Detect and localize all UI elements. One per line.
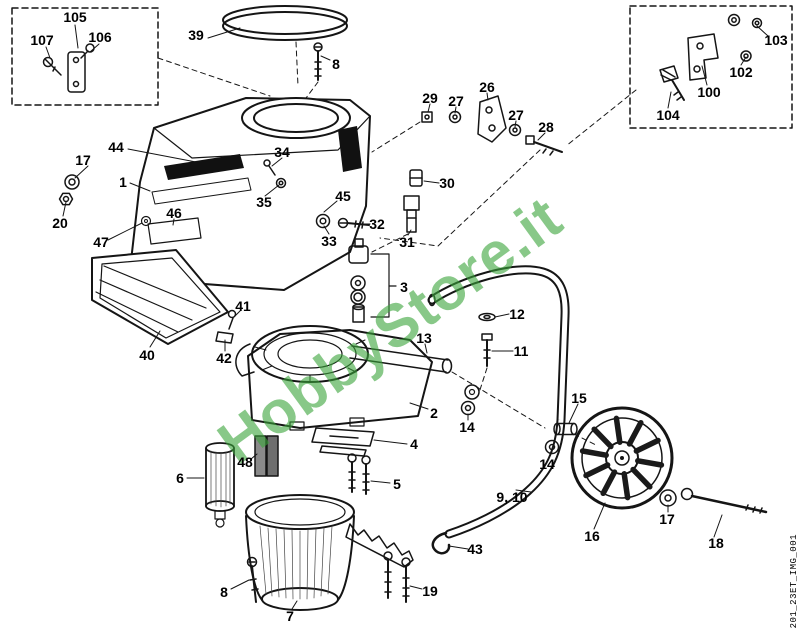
axle-hardware-icons <box>460 312 768 514</box>
part-label-43: 43 <box>467 541 483 557</box>
parts-41-42-icons <box>215 309 237 344</box>
part-label-105: 105 <box>63 9 87 25</box>
part-label-3: 3 <box>400 279 408 295</box>
fasteners-26-29-icons <box>421 95 563 156</box>
part-label-6: 6 <box>176 470 184 486</box>
part-label-11: 11 <box>513 343 529 359</box>
part-label-8a: 8 <box>332 56 340 72</box>
part-label-1: 1 <box>119 174 127 190</box>
part-label-30: 30 <box>439 175 455 191</box>
screw-106-icon <box>80 43 95 59</box>
part-label-44: 44 <box>108 139 124 155</box>
part-label-13: 13 <box>416 330 432 346</box>
part-label-15: 15 <box>571 390 587 406</box>
screw-107-icon <box>42 56 62 76</box>
part-label-102: 102 <box>729 64 753 80</box>
part-label-26: 26 <box>479 79 495 95</box>
brush-blocks-48 <box>254 435 279 477</box>
leader-lines <box>45 24 769 610</box>
part-label-33: 33 <box>321 233 337 249</box>
part-label-17a: 17 <box>75 152 91 168</box>
part-label-17b: 17 <box>659 511 675 527</box>
part-label-14b: 14 <box>539 456 555 472</box>
bracket-100-icon <box>687 33 719 81</box>
part-label-14a: 14 <box>459 419 475 435</box>
main-housing-1 <box>129 97 371 291</box>
middle-housing-2 <box>235 325 480 431</box>
assembly-dashed-lines <box>157 41 637 447</box>
part-label-103: 103 <box>764 32 788 48</box>
hook-43-icon <box>431 531 451 555</box>
part-label-16: 16 <box>584 528 600 544</box>
part-label-100: 100 <box>697 84 721 100</box>
part-label-12: 12 <box>509 306 525 322</box>
part-label-7: 7 <box>286 608 294 624</box>
screws-5-icons <box>347 453 371 495</box>
part-label-8b: 8 <box>220 584 228 600</box>
part-label-35: 35 <box>256 194 272 210</box>
part-label-9_10: 9, 10 <box>496 489 528 505</box>
part-label-41: 41 <box>235 298 251 314</box>
bucket-7 <box>245 494 414 611</box>
part-label-31: 31 <box>399 234 415 250</box>
part-label-107: 107 <box>30 32 54 48</box>
blade-plate-4 <box>311 427 375 457</box>
part-label-104: 104 <box>656 107 680 123</box>
screws-19-icons <box>383 551 411 603</box>
part-label-34: 34 <box>274 144 290 160</box>
handle-tube-9-10 <box>427 265 570 539</box>
part-label-20: 20 <box>52 215 68 231</box>
part-label-28: 28 <box>538 119 554 135</box>
inset-box-top-right <box>629 5 793 129</box>
motor-6 <box>205 442 235 528</box>
part-label-39: 39 <box>188 27 204 43</box>
stud-34-ring-35-icons <box>263 159 287 189</box>
part-label-27b: 27 <box>508 107 524 123</box>
part-label-40: 40 <box>139 347 155 363</box>
part-label-5: 5 <box>393 476 401 492</box>
screw-8-top-icon <box>313 42 323 81</box>
screw-8-bottom-icon <box>246 556 259 603</box>
inset-box-top-left <box>11 7 159 106</box>
part-label-106: 106 <box>88 29 112 45</box>
chute-40 <box>91 249 229 345</box>
part-label-42: 42 <box>216 350 232 366</box>
part-label-32: 32 <box>369 216 385 232</box>
part-label-45: 45 <box>335 188 351 204</box>
wheel-16 <box>570 406 674 510</box>
washer-17-nut-20-icons <box>58 174 80 206</box>
clamp-ring-39 <box>222 5 348 41</box>
part-label-19: 19 <box>422 583 438 599</box>
part-label-4: 4 <box>410 436 418 452</box>
part-label-47: 47 <box>93 234 109 250</box>
part-label-18: 18 <box>708 535 724 551</box>
part-label-48: 48 <box>237 454 253 470</box>
image-code: 201_23ET_IMG_001 <box>789 533 799 628</box>
part-3-stack-icons <box>348 238 397 323</box>
part-label-46: 46 <box>166 205 182 221</box>
part-label-29: 29 <box>422 90 438 106</box>
part-label-27a: 27 <box>448 93 464 109</box>
bolt-104-icon <box>659 65 685 101</box>
part-label-2: 2 <box>430 405 438 421</box>
parts-30-31-icons <box>403 169 423 233</box>
